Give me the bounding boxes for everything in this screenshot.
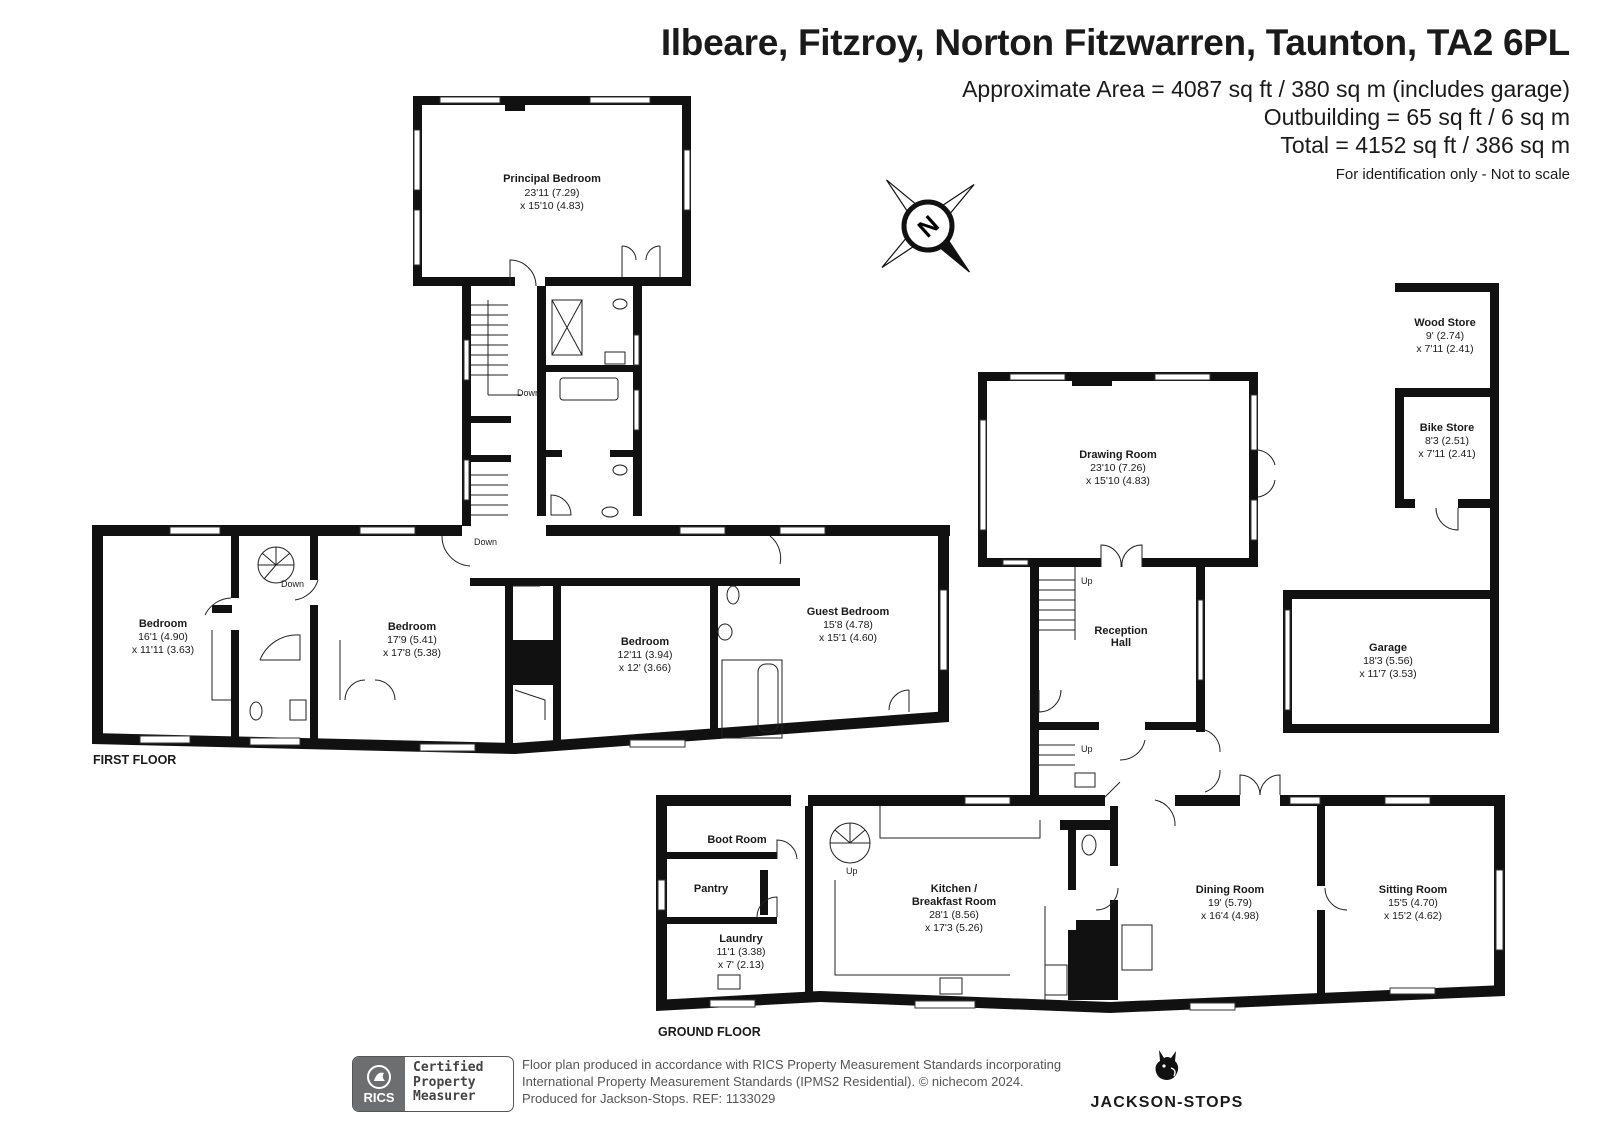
svg-text:x 7' (2.13): x 7' (2.13) bbox=[718, 959, 764, 971]
svg-text:x 11'7 (3.53): x 11'7 (3.53) bbox=[1359, 668, 1416, 680]
ground-floor-plan: Up Up Reception Hall Wood Store 9' (2.74… bbox=[656, 283, 1505, 1039]
svg-text:17'9 (5.41): 17'9 (5.41) bbox=[387, 634, 437, 646]
room-sitting-room: Sitting Room 15'5 (4.70) x 15'2 (4.62) bbox=[1379, 884, 1448, 922]
svg-text:x 11'11 (3.63): x 11'11 (3.63) bbox=[132, 644, 194, 656]
svg-text:x 15'10 (4.83): x 15'10 (4.83) bbox=[1086, 475, 1150, 487]
room-guest-bedroom: Guest Bedroom 15'8 (4.78) x 15'1 (4.60) bbox=[807, 606, 890, 644]
svg-text:28'1 (8.56): 28'1 (8.56) bbox=[929, 909, 979, 921]
svg-text:Laundry: Laundry bbox=[719, 933, 763, 945]
svg-text:Wood Store: Wood Store bbox=[1414, 317, 1476, 329]
svg-text:23'10 (7.26): 23'10 (7.26) bbox=[1090, 462, 1146, 474]
svg-text:11'1 (3.38): 11'1 (3.38) bbox=[716, 946, 765, 958]
rics-certification-text: Certified Property Measurer bbox=[413, 1060, 484, 1104]
room-principal-bedroom: Principal Bedroom 23'11 (7.29) x 15'10 (… bbox=[503, 173, 601, 212]
room-pantry: Pantry bbox=[694, 883, 729, 895]
svg-text:Sitting Room: Sitting Room bbox=[1379, 884, 1448, 896]
reception-stair-up-label: Up bbox=[1081, 576, 1093, 586]
svg-text:18'3 (5.56): 18'3 (5.56) bbox=[1363, 655, 1413, 667]
svg-text:Garage: Garage bbox=[1369, 642, 1407, 654]
approximate-area: Approximate Area = 4087 sq ft / 380 sq m… bbox=[962, 76, 1570, 102]
svg-text:Bedroom: Bedroom bbox=[139, 618, 188, 630]
room-bedroom-1: Bedroom 16'1 (4.90) x 11'11 (3.63) bbox=[132, 618, 194, 656]
scale-disclaimer: For identification only - Not to scale bbox=[1335, 166, 1570, 183]
svg-text:23'11 (7.29): 23'11 (7.29) bbox=[525, 187, 580, 199]
svg-text:15'8 (4.78): 15'8 (4.78) bbox=[823, 619, 873, 631]
svg-text:Breakfast Room: Breakfast Room bbox=[912, 896, 997, 908]
first-floor-label: FIRST FLOOR bbox=[93, 753, 176, 767]
svg-text:16'1 (4.90): 16'1 (4.90) bbox=[138, 631, 188, 643]
rics-lion-icon bbox=[367, 1065, 391, 1089]
room-dining-room: Dining Room 19' (5.79) x 16'4 (4.98) bbox=[1196, 884, 1265, 922]
svg-text:Bedroom: Bedroom bbox=[388, 621, 437, 633]
svg-text:x 15'2 (4.62): x 15'2 (4.62) bbox=[1384, 910, 1442, 922]
svg-text:19' (5.79): 19' (5.79) bbox=[1208, 897, 1252, 909]
svg-text:12'11 (3.94): 12'11 (3.94) bbox=[618, 649, 673, 661]
svg-text:Kitchen /: Kitchen / bbox=[931, 883, 977, 895]
svg-text:15'5 (4.70): 15'5 (4.70) bbox=[1388, 897, 1438, 909]
ground-floor-label: GROUND FLOOR bbox=[658, 1025, 761, 1039]
spiral-stair-down-label: Down bbox=[281, 579, 304, 589]
fox-crest-icon bbox=[1155, 1050, 1179, 1080]
compass-icon bbox=[881, 179, 975, 273]
room-garage: Garage 18'3 (5.56) x 11'7 (3.53) bbox=[1359, 642, 1416, 680]
svg-text:Guest Bedroom: Guest Bedroom bbox=[807, 606, 890, 618]
svg-text:x 16'4 (4.98): x 16'4 (4.98) bbox=[1201, 910, 1259, 922]
svg-text:x 17'8 (5.38): x 17'8 (5.38) bbox=[383, 647, 441, 659]
footer: RICS Certified Property Measurer Floor p… bbox=[352, 1050, 1372, 1116]
kitchen-stair-up-label: Up bbox=[846, 866, 858, 876]
svg-text:Pantry: Pantry bbox=[694, 883, 729, 895]
room-kitchen-breakfast: Kitchen / Breakfast Room 28'1 (8.56) x 1… bbox=[912, 883, 997, 934]
room-bike-store: Bike Store 8'3 (2.51) x 7'11 (2.41) bbox=[1418, 422, 1475, 460]
legal-notice: Floor plan produced in accordance with R… bbox=[522, 1057, 1062, 1106]
rics-certified-badge: RICS Certified Property Measurer bbox=[352, 1056, 514, 1112]
svg-text:Dining Room: Dining Room bbox=[1196, 884, 1265, 896]
total-area: Total = 4152 sq ft / 386 sq m bbox=[1280, 132, 1570, 158]
room-boot-room: Boot Room bbox=[707, 834, 766, 846]
room-bedroom-3: Bedroom 12'11 (3.94) x 12' (3.66) bbox=[618, 636, 673, 674]
svg-text:Principal Bedroom: Principal Bedroom bbox=[503, 173, 601, 185]
svg-text:x 12' (3.66): x 12' (3.66) bbox=[619, 662, 671, 674]
stair-down-label-1: Down bbox=[517, 388, 540, 398]
svg-text:Boot Room: Boot Room bbox=[707, 834, 766, 846]
svg-text:Hall: Hall bbox=[1111, 637, 1131, 649]
svg-text:x 15'1 (4.60): x 15'1 (4.60) bbox=[819, 632, 877, 644]
room-drawing-room: Drawing Room 23'10 (7.26) x 15'10 (4.83) bbox=[1079, 449, 1157, 487]
svg-text:x 7'11 (2.41): x 7'11 (2.41) bbox=[1418, 448, 1475, 460]
stair-down-label-2: Down bbox=[474, 537, 497, 547]
svg-text:Reception: Reception bbox=[1094, 625, 1147, 637]
svg-text:x 7'11 (2.41): x 7'11 (2.41) bbox=[1416, 343, 1473, 355]
svg-text:x 15'10 (4.83): x 15'10 (4.83) bbox=[520, 200, 584, 212]
room-reception-hall: Reception Hall bbox=[1094, 625, 1147, 649]
kitchen-spiral-staircase-icon bbox=[829, 822, 871, 864]
svg-text:Bike Store: Bike Store bbox=[1420, 422, 1474, 434]
svg-text:Drawing Room: Drawing Room bbox=[1079, 449, 1157, 461]
rics-logo: RICS bbox=[353, 1057, 405, 1111]
svg-text:9' (2.74): 9' (2.74) bbox=[1426, 330, 1464, 342]
room-wood-store: Wood Store 9' (2.74) x 7'11 (2.41) bbox=[1414, 317, 1476, 355]
room-laundry: Laundry 11'1 (3.38) x 7' (2.13) bbox=[716, 933, 765, 971]
property-address: Ilbeare, Fitzroy, Norton Fitzwarren, Tau… bbox=[660, 22, 1570, 63]
outbuilding-area: Outbuilding = 65 sq ft / 6 sq m bbox=[1263, 104, 1570, 130]
spiral-staircase-icon bbox=[257, 546, 295, 584]
room-bedroom-2: Bedroom 17'9 (5.41) x 17'8 (5.38) bbox=[383, 621, 441, 659]
svg-text:8'3 (2.51): 8'3 (2.51) bbox=[1425, 435, 1469, 447]
first-floor-plan: Down Down bbox=[92, 96, 950, 767]
svg-text:x 17'3 (5.26): x 17'3 (5.26) bbox=[925, 922, 983, 934]
svg-text:Bedroom: Bedroom bbox=[621, 636, 670, 648]
cellar-stair-up-label: Up bbox=[1081, 744, 1093, 754]
